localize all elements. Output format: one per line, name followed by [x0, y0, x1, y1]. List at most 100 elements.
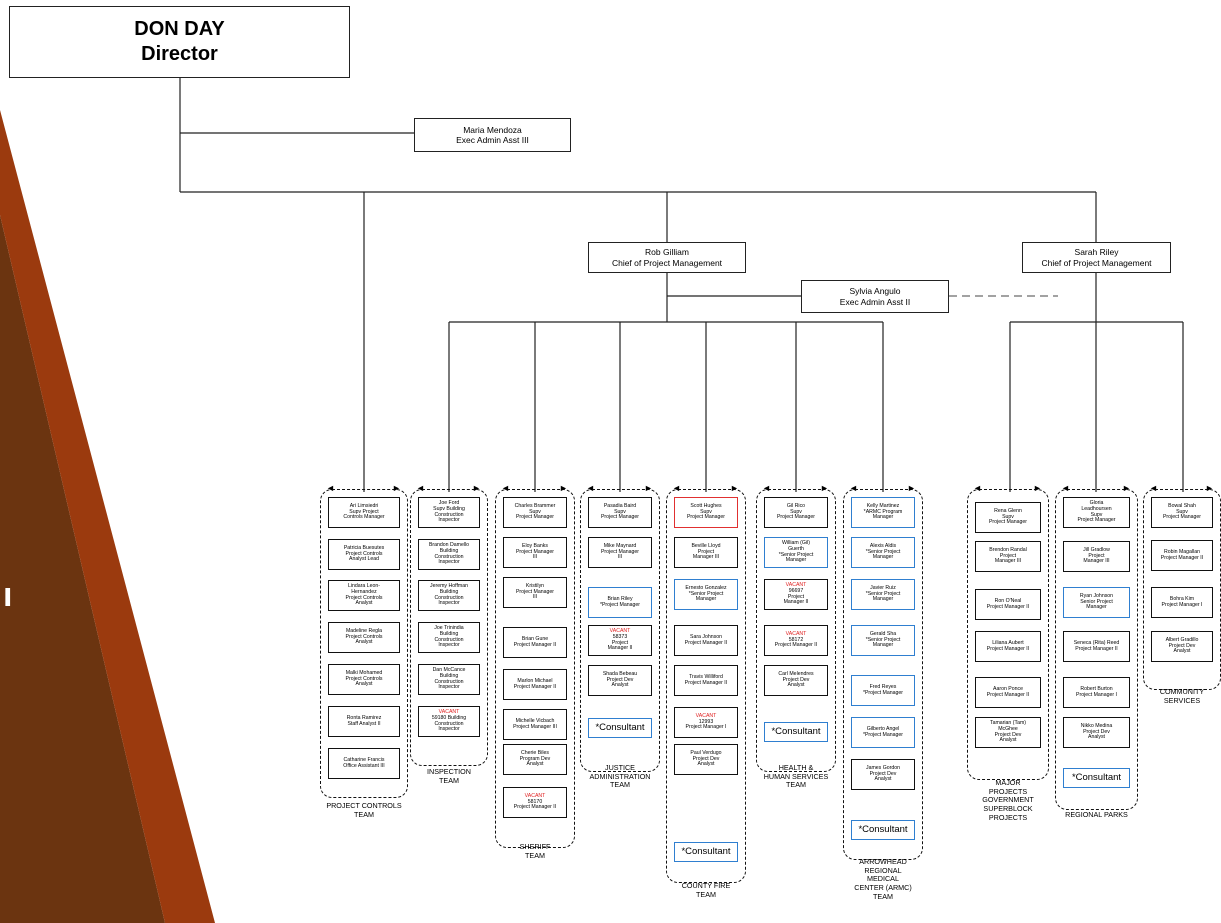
- card-line: Project: [1088, 552, 1105, 559]
- director-box: DON DAY Director: [9, 6, 350, 78]
- card-line: Guerth: [788, 545, 804, 552]
- card-line: Liliana Aubert: [992, 639, 1024, 646]
- card-line: Brendon Randal: [989, 546, 1027, 553]
- team-label-line: ARROWHEAD: [859, 857, 907, 866]
- card-line: Project Manager I: [1076, 691, 1117, 698]
- arrow-right-icon: ►: [1122, 483, 1131, 493]
- consultant-card: *Consultant: [851, 820, 915, 840]
- card-line: Ryan Johnson: [1079, 592, 1114, 599]
- card-line: Manager: [1086, 604, 1107, 611]
- chief-right-title: Chief of Project Management: [1041, 257, 1152, 268]
- card-line: Scott Hughes: [690, 502, 722, 509]
- team-group: [320, 489, 408, 798]
- team-label-line: JUSTICE: [605, 763, 635, 772]
- card-line: Project Dev: [606, 676, 634, 683]
- card-line: VACANT: [695, 712, 717, 719]
- arrow-right-icon: ►: [1205, 483, 1214, 493]
- arrow-right-icon: ►: [644, 483, 653, 493]
- team-label-line: CENTER (ARMC): [854, 882, 912, 892]
- card-line: Inspector: [438, 642, 460, 649]
- employee-card: Fred Reyes*Project Manager: [851, 675, 915, 706]
- card-line: Construction: [434, 594, 464, 601]
- consultant-card: *Consultant: [588, 718, 652, 738]
- card-line: Building: [439, 547, 459, 554]
- team-label-line: HUMAN SERVICES: [763, 771, 829, 781]
- card-line: Inspector: [438, 517, 460, 524]
- card-line: Manager III: [1083, 558, 1110, 565]
- card-line: Project Manager: [988, 519, 1028, 526]
- card-line: Project Manager III: [513, 723, 557, 730]
- card-line: VACANT: [438, 708, 460, 715]
- card-line: Inspector: [438, 684, 460, 691]
- card-line: Cherie Biles: [521, 749, 549, 756]
- card-line: Building: [439, 588, 459, 595]
- card-line: Project Controls: [345, 550, 383, 557]
- arrow-right-icon: ►: [907, 483, 916, 493]
- card-line: Project Manager II: [774, 642, 818, 649]
- director-title: Director: [141, 43, 218, 65]
- card-line: Analyst: [526, 761, 544, 768]
- arrow-left-icon: ◄: [416, 483, 425, 493]
- card-line: Javier Ruiz: [870, 584, 896, 591]
- card-line: Dan McCance: [432, 666, 466, 673]
- card-line: Robert Burton: [1080, 685, 1113, 692]
- card-line: 58172: [788, 636, 804, 643]
- card-line: Project Manager II: [1160, 554, 1204, 561]
- card-line: Supv: [614, 508, 626, 515]
- card-line: Madeline Regla: [345, 627, 383, 634]
- card-line: Project Manager II: [986, 691, 1030, 698]
- card-line: Hernandez: [351, 588, 377, 595]
- card-line: Analyst: [697, 761, 715, 768]
- card-line: *Consultant: [595, 721, 645, 733]
- card-line: Ronta Ramirez: [346, 714, 382, 721]
- card-line: Analyst: [999, 737, 1017, 744]
- card-line: Pasadia Baird: [603, 502, 637, 509]
- assistant-top-name: Maria Mendoza: [463, 124, 522, 135]
- card-line: *Consultant: [771, 725, 821, 737]
- card-line: Project Controls: [345, 675, 383, 682]
- card-line: Joe Trinindia: [434, 624, 464, 631]
- card-line: Ari Limsiedri: [349, 502, 379, 509]
- card-line: III: [617, 554, 623, 561]
- card-line: Project Manager: [686, 514, 726, 521]
- card-line: III: [532, 554, 538, 561]
- card-line: Gilberto Angel: [866, 725, 900, 732]
- card-line: Construction: [434, 720, 464, 727]
- card-line: Senior Project: [1080, 598, 1113, 605]
- chief-right-name: Sarah Riley: [1074, 247, 1119, 258]
- card-line: James Gordon: [865, 764, 901, 771]
- team-group: [756, 489, 836, 772]
- consultant-card: *Consultant: [764, 722, 828, 742]
- card-line: Patricia Buesutes: [343, 544, 385, 551]
- card-line: Brian Riley: [607, 595, 633, 602]
- assistant-top-box: Maria Mendoza Exec Admin Asst III: [414, 118, 571, 152]
- team-label: REGIONAL PARKS: [1047, 810, 1147, 820]
- card-line: *Consultant: [681, 845, 731, 857]
- card-line: Office Assistant III: [343, 762, 385, 769]
- card-line: *Consultant: [1071, 771, 1122, 783]
